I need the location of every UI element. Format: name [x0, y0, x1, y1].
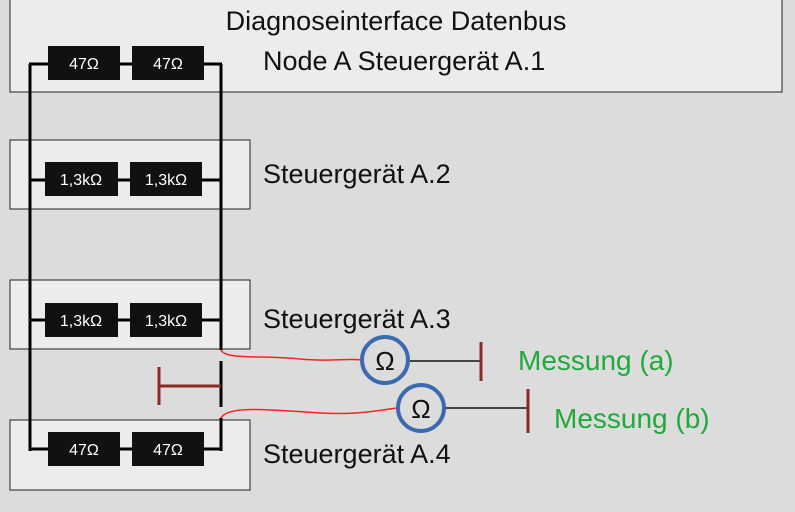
- resistor-value: 47Ω: [153, 442, 183, 459]
- resistor-value: 1,3kΩ: [145, 313, 187, 330]
- measurement-a-label: Messung (a): [518, 345, 674, 376]
- resistor: [130, 303, 202, 337]
- ohm-meter-icon: [396, 383, 446, 433]
- resistor: [45, 162, 118, 196]
- resistors-a3: 1,3kΩ 1,3kΩ: [45, 303, 202, 337]
- probe-wire-b: [220, 407, 398, 419]
- resistor-value: 1,3kΩ: [145, 172, 187, 189]
- resistor: [48, 432, 120, 466]
- resistor: [48, 46, 120, 80]
- measurement-b-label: Messung (b): [554, 403, 710, 434]
- resistors-a4: 47Ω 47Ω: [48, 432, 204, 466]
- resistor-value: 1,3kΩ: [60, 313, 102, 330]
- ohm-meter-icon: [360, 335, 410, 385]
- resistor: [132, 46, 204, 80]
- ohm-symbol: Ω: [375, 346, 394, 376]
- diagram-title: Diagnoseinterface Datenbus: [226, 6, 567, 36]
- resistor-value: 47Ω: [69, 56, 99, 73]
- ohmmeter-b: Ω: [396, 383, 530, 433]
- resistors-a2: 1,3kΩ 1,3kΩ: [45, 162, 202, 196]
- node-a4-box: [9, 419, 251, 491]
- resistor: [132, 432, 204, 466]
- resistor-value: 47Ω: [69, 442, 99, 459]
- ground-symbol: [157, 367, 221, 405]
- resistors-a1: 47Ω 47Ω: [48, 46, 204, 80]
- resistor: [45, 303, 118, 337]
- ohmmeter-a: Ω: [360, 335, 483, 385]
- resistor-value: 47Ω: [153, 56, 183, 73]
- resistor-value: 1,3kΩ: [60, 172, 102, 189]
- probe-wire-a: [220, 349, 363, 361]
- node-a1-label: Node A Steuergerät A.1: [263, 46, 545, 76]
- ohm-symbol: Ω: [411, 394, 430, 424]
- node-a3-label: Steuergerät A.3: [263, 304, 451, 334]
- node-a2-label: Steuergerät A.2: [263, 159, 451, 189]
- resistor: [130, 162, 202, 196]
- node-a4-label: Steuergerät A.4: [263, 439, 451, 469]
